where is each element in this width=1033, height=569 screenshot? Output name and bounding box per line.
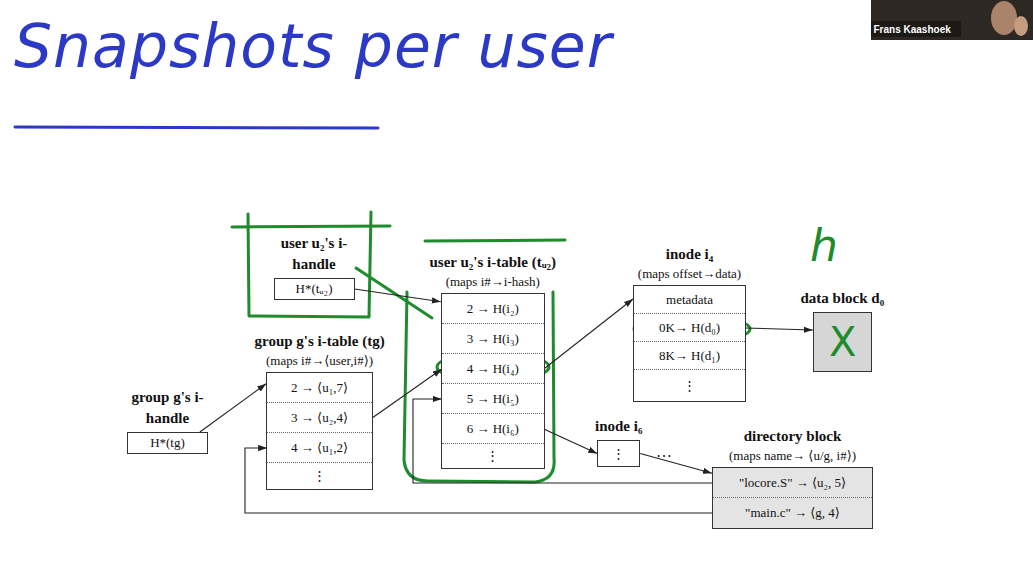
table-row: 5 → H(i₅) — [442, 384, 544, 414]
name-strip — [871, 21, 961, 37]
table-node: inode i₄(maps offset→data) metadata 0K→ H(… — [633, 244, 746, 402]
node-subheading: (maps i#→⟨user,i#⟩) — [266, 352, 373, 369]
row-text: 8K→ H(d₁) — [659, 348, 720, 364]
table-box: 2 → H(i₂) 3 → H(i₃) 4 → H(i₄) 5 → H(i₅) 6 → … — [441, 293, 545, 469]
table-node: directory block(maps name→ ⟨u/g, i#⟩) "lo… — [712, 426, 873, 529]
node-subheading: (maps i#→i-hash) — [446, 273, 540, 290]
table-row: H*(tᵤ₂) — [275, 279, 354, 299]
handwritten-title: Snapshots per user — [14, 4, 612, 88]
table-row: 6 → H(i₆) — [442, 414, 544, 444]
connector-arrow — [544, 429, 597, 454]
table-box: metadata 0K→ H(d₀) 8K→ H(d₁) ⋮ — [633, 285, 746, 402]
row-text: ⋮ — [313, 468, 326, 484]
green-circle — [404, 292, 554, 482]
row-text: ⋮ — [683, 378, 696, 394]
table-row: "main.c" → ⟨g, 4⟩ — [713, 498, 872, 528]
table-box: 2 → ⟨u₁,7⟩ 3 → ⟨u₂,4⟩ 4 → ⟨u₁,2⟩ ⋮ — [266, 372, 373, 490]
ellipsis: … — [656, 443, 672, 461]
node-heading: data block d₀ — [801, 288, 885, 309]
table-row: 4 → H(i₄) — [442, 354, 544, 384]
row-text: H*(tᵤ₂) — [296, 281, 333, 297]
node-subheading: (maps name→ ⟨u/g, i#⟩) — [729, 447, 856, 464]
green-overline — [425, 240, 565, 241]
table-row: ⋮ — [267, 463, 372, 489]
row-text: ⋮ — [612, 446, 625, 462]
table-row: metadata — [634, 286, 745, 314]
green-bracket — [248, 212, 371, 317]
connector-arrow — [544, 299, 633, 369]
green-pointer — [356, 268, 432, 318]
table-row: 4 → ⟨u₁,2⟩ — [267, 433, 372, 463]
table-node: user u₂'s i-table (tᵤ₂)(maps i#→i-hash) 2… — [430, 252, 557, 469]
table-row: H*(tg) — [128, 433, 207, 453]
node-heading: inode i₄ — [666, 244, 713, 265]
row-text: 6 → H(i₆) — [467, 421, 519, 437]
connector-arrow — [372, 369, 442, 418]
table-node: inode i₆ ⋮ — [595, 416, 642, 467]
row-text: metadata — [666, 292, 713, 308]
row-text: "main.c" → ⟨g, 4⟩ — [745, 505, 840, 521]
row-text: 4 → H(i₄) — [467, 361, 519, 377]
row-text: 3 → H(i₃) — [467, 331, 519, 347]
hand-shape — [1014, 16, 1028, 36]
node-heading: inode i₆ — [595, 416, 642, 437]
table-row: 3 → ⟨u₂,4⟩ — [267, 403, 372, 433]
handwritten-mark: X — [829, 320, 856, 364]
row-text: 3 → ⟨u₂,4⟩ — [291, 410, 348, 426]
speaker-name: Frans Kaashoek — [874, 24, 951, 35]
row-text: 4 → ⟨u₁,2⟩ — [291, 440, 348, 456]
table-box: H*(tᵤ₂) — [274, 278, 355, 300]
table-row: ⋮ — [634, 370, 745, 401]
node-heading: group g's i-table (tg) — [255, 331, 385, 352]
table-row: "locore.S" → ⟨u₂, 5⟩ — [713, 468, 872, 498]
handwritten-mark: h — [810, 222, 838, 270]
node-subheading: (maps offset→data) — [638, 265, 741, 282]
connector-arrow — [355, 289, 441, 302]
table-row: 0K→ H(d₀) — [634, 314, 745, 342]
row-text: 5 → H(i₅) — [467, 391, 519, 407]
table-node: group g's i-handleH*(tg) — [127, 387, 208, 454]
title-underline — [15, 127, 378, 128]
table-row: 8K→ H(d₁) — [634, 342, 745, 370]
face-shape — [991, 1, 1017, 35]
connector-arrow — [200, 384, 266, 432]
row-text: ⋮ — [486, 448, 499, 464]
green-overline — [232, 226, 390, 227]
node-heading: group g's i-handle — [128, 387, 208, 429]
table-node: group g's i-table (tg)(maps i#→⟨user,i#⟩… — [255, 331, 385, 490]
video-thumbnail — [871, 0, 1033, 40]
connector-arrow — [640, 454, 712, 474]
table-row: 2 → ⟨u₁,7⟩ — [267, 373, 372, 403]
table-row: 2 → H(i₂) — [442, 294, 544, 324]
row-text: H*(tg) — [150, 435, 185, 451]
row-text: 0K→ H(d₀) — [659, 320, 720, 336]
row-text: "locore.S" → ⟨u₂, 5⟩ — [739, 475, 846, 491]
table-row: 3 → H(i₃) — [442, 324, 544, 354]
row-text: 2 → ⟨u₁,7⟩ — [291, 380, 348, 396]
table-row: ⋮ — [598, 441, 639, 466]
connector-arrow — [745, 328, 813, 330]
table-box: "locore.S" → ⟨u₂, 5⟩ "main.c" → ⟨g, 4⟩ — [712, 467, 873, 529]
node-heading: directory block — [744, 426, 842, 447]
table-box: H*(tg) — [127, 432, 208, 454]
row-text: 2 → H(i₂) — [467, 301, 519, 317]
node-heading: user u₂'s i-table (tᵤ₂) — [430, 252, 557, 273]
table-row: ⋮ — [442, 444, 544, 468]
node-heading: user u₂'s i-handle — [274, 233, 354, 275]
table-node: user u₂'s i-handleH*(tᵤ₂) — [274, 233, 355, 300]
table-box: ⋮ — [597, 440, 640, 467]
